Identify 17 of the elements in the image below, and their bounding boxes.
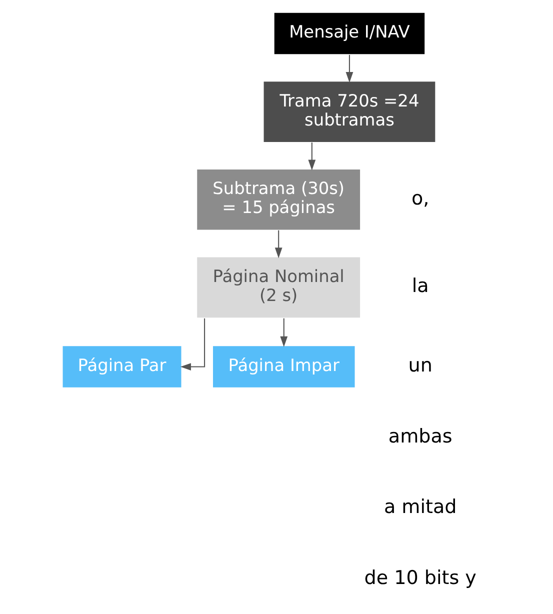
- node-box: Trama 720s =24 subtramas: [262, 80, 436, 144]
- arrow: [180, 318, 205, 370]
- arrow: [280, 318, 288, 347]
- node-box: Subtrama (30s) = 15 páginas: [196, 168, 361, 231]
- label: la: [411, 275, 428, 298]
- label: ambas: [388, 425, 452, 448]
- node-box: Página Par: [61, 345, 182, 388]
- arrow: [345, 54, 353, 83]
- node-box: Página Nominal (2 s): [196, 256, 361, 319]
- label: o,: [411, 187, 429, 210]
- arrow: [308, 142, 316, 170]
- label: un: [408, 354, 432, 376]
- node-box: Página Impar: [211, 345, 356, 388]
- label: de 10 bits y: [364, 567, 476, 590]
- label: a mitad: [383, 496, 456, 518]
- node-box: Mensaje I/NAV: [272, 12, 426, 56]
- arrow: [274, 230, 282, 258]
